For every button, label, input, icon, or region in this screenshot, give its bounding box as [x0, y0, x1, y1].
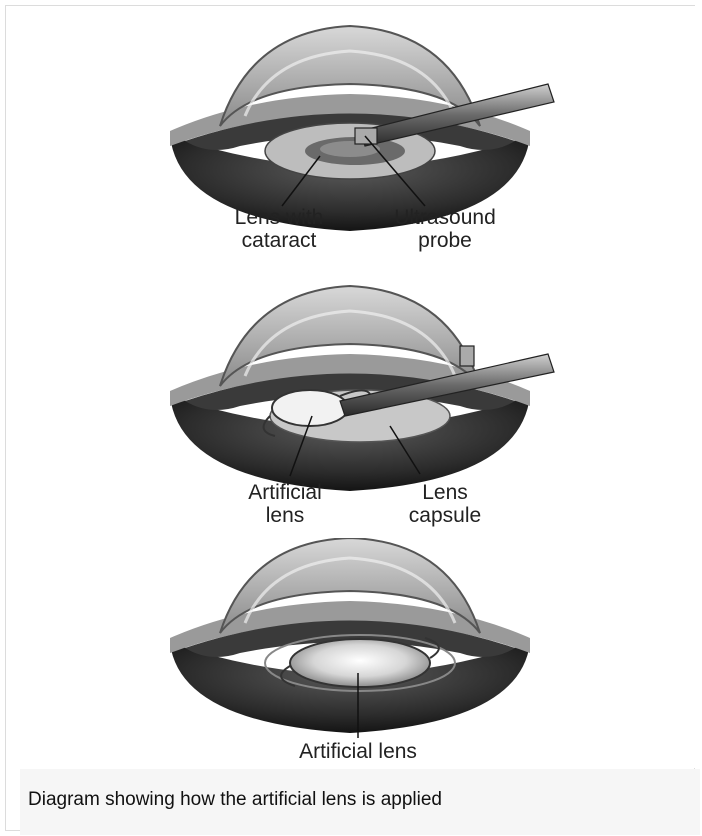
- panel-lens-insertion: Artificial lens Lens capsule: [20, 276, 700, 538]
- eye-cross-section-2: [20, 276, 700, 538]
- label-artificial-lens-top: Artificial lens: [225, 481, 345, 527]
- panel-lens-in-place: Artificial lens: [20, 538, 700, 768]
- caption-bar: Diagram showing how the artificial lens …: [20, 769, 700, 835]
- eye-surgery-illustration: Lens with cataract Ultrasound probe: [20, 6, 700, 768]
- label-lens-with-cataract: Lens with cataract: [214, 206, 344, 252]
- figure-caption: Diagram showing how the artificial lens …: [28, 789, 442, 811]
- eye-cross-section-1: [20, 6, 700, 276]
- eye-cross-section-3: [20, 538, 700, 768]
- label-ultrasound-probe: Ultrasound probe: [380, 206, 510, 252]
- panel-cataract-removal: Lens with cataract Ultrasound probe: [20, 6, 700, 276]
- figure-frame: Lens with cataract Ultrasound probe: [5, 5, 695, 831]
- label-artificial-lens-bottom: Artificial lens: [268, 740, 448, 763]
- label-lens-capsule: Lens capsule: [385, 481, 505, 527]
